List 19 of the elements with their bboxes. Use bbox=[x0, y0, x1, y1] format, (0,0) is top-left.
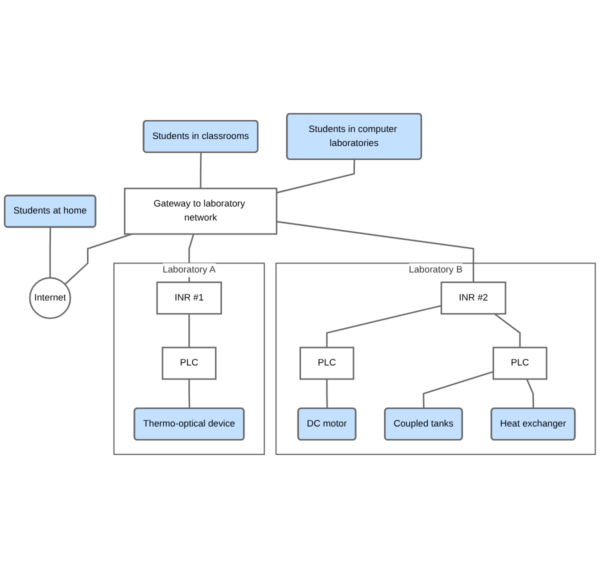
connector bbox=[276, 220, 474, 282]
connector bbox=[200, 152, 202, 188]
connector bbox=[64, 233, 132, 285]
node-box: INR #1 bbox=[156, 282, 222, 315]
connector bbox=[526, 378, 534, 409]
node-box: Gateway to laboratory network bbox=[124, 188, 278, 235]
connector bbox=[326, 304, 442, 348]
connector bbox=[422, 370, 494, 409]
node-box: PLC bbox=[162, 346, 216, 380]
connector bbox=[276, 159, 356, 194]
connector bbox=[49, 227, 52, 278]
node-box: PLC bbox=[300, 346, 354, 380]
connector bbox=[188, 314, 190, 348]
connector bbox=[494, 313, 521, 348]
node-box: PLC bbox=[492, 346, 548, 380]
connector bbox=[188, 379, 190, 409]
connector bbox=[326, 379, 328, 409]
node-circle: Internet bbox=[29, 277, 72, 319]
node-box: INR #2 bbox=[440, 282, 506, 315]
